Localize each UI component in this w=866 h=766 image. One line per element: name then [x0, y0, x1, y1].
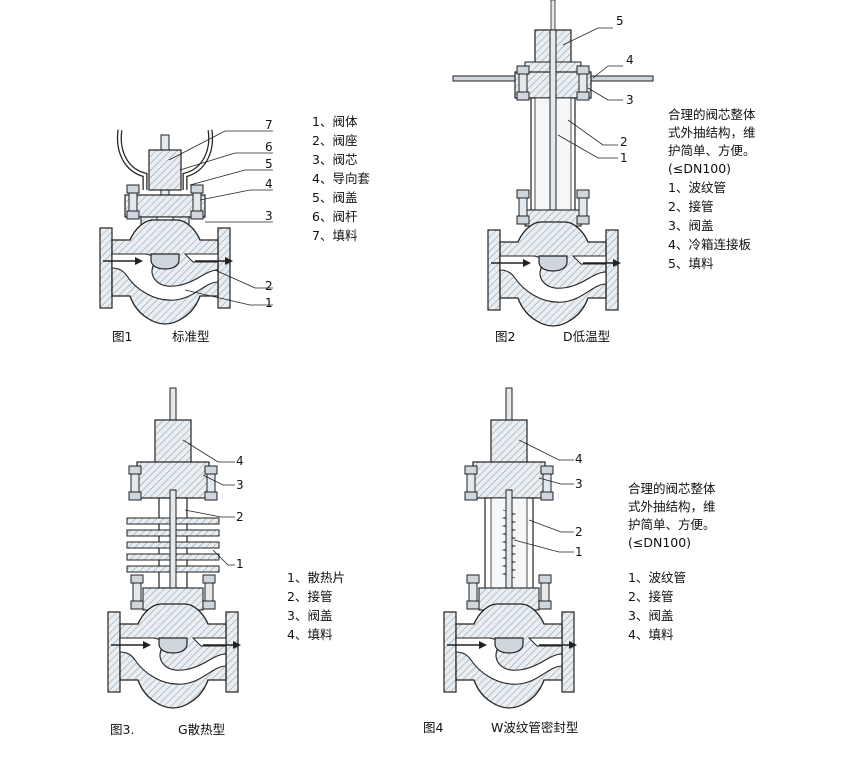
fig1-parts-list: 1、阀体 2、阀座 3、阀芯 4、导向套 5、阀盖 6、阀杆 7、填料 — [312, 112, 370, 245]
fig3-callout-1: 1 — [236, 557, 244, 571]
note-line: 式外抽结构，维 — [668, 125, 756, 140]
fig3-parts-list: 1、散热片 2、接管 3、阀盖 4、填料 — [287, 568, 345, 644]
list-item: 2、接管 — [668, 199, 714, 214]
fig4-callout-1: 1 — [575, 545, 583, 559]
note-line: 式外抽结构，维 — [628, 499, 716, 514]
list-item: 1、阀体 — [312, 114, 358, 129]
list-item: 4、填料 — [628, 627, 674, 642]
fig4-callout-4: 4 — [575, 452, 583, 466]
list-item: 1、波纹管 — [668, 180, 726, 195]
fig2-callout-2: 2 — [620, 135, 628, 149]
fig1-callout-5: 5 — [265, 157, 273, 171]
fig4-parts-list: 1、波纹管 2、接管 3、阀盖 4、填料 — [628, 568, 686, 644]
list-item: 3、阀芯 — [312, 152, 358, 167]
list-item: 1、散热片 — [287, 570, 345, 585]
fig3-callout-4: 4 — [236, 454, 244, 468]
fig4-drawing — [443, 387, 578, 709]
note-line: 合理的阀芯整体 — [668, 107, 756, 122]
list-item: 3、阀盖 — [628, 608, 674, 623]
fig2-callout-3: 3 — [626, 93, 634, 107]
list-item: 5、填料 — [668, 256, 714, 271]
note-line: (≤DN100) — [668, 161, 732, 176]
fig2-note: 合理的阀芯整体 式外抽结构，维 护简单、方便。 (≤DN100) — [668, 106, 756, 178]
fig2-caption-name: D低温型 — [563, 329, 611, 344]
note-line: 合理的阀芯整体 — [628, 481, 716, 496]
list-item: 2、接管 — [628, 589, 674, 604]
fig4-note: 合理的阀芯整体 式外抽结构，维 护简单、方便。 (≤DN100) — [628, 480, 716, 552]
list-item: 2、接管 — [287, 589, 333, 604]
fig1-callout-3: 3 — [265, 209, 273, 223]
note-line: 护简单、方便。 — [668, 143, 756, 158]
fig4-caption-number: 图4 — [423, 720, 444, 735]
fig2-drawing — [452, 0, 654, 327]
list-item: 4、填料 — [287, 627, 333, 642]
list-item: 7、填料 — [312, 228, 358, 243]
list-item: 6、阀杆 — [312, 209, 358, 224]
fig4-callout-2: 2 — [575, 525, 583, 539]
fig3-caption-name: G散热型 — [178, 722, 226, 737]
fig3-caption-number: 图3. — [110, 722, 135, 737]
list-item: 5、阀盖 — [312, 190, 358, 205]
list-item: 4、导向套 — [312, 171, 370, 186]
fig2-caption-number: 图2 — [495, 329, 516, 344]
fig1-callout-6: 6 — [265, 140, 273, 154]
list-item: 2、阀座 — [312, 133, 358, 148]
fig1-callout-4: 4 — [265, 177, 273, 191]
fig1-caption-number: 图1 — [112, 329, 133, 344]
fig1-callout-2: 2 — [265, 279, 273, 293]
fig1-callout-1: 1 — [265, 296, 273, 310]
fig2-callout-4: 4 — [626, 53, 634, 67]
fig3-drawing — [107, 387, 242, 709]
note-line: (≤DN100) — [628, 535, 692, 550]
fig3-callout-3: 3 — [236, 478, 244, 492]
fig4-caption-name: W波纹管密封型 — [491, 720, 579, 735]
fig4-callout-3: 3 — [575, 477, 583, 491]
fig1-drawing — [99, 129, 273, 325]
fig2-callout-5: 5 — [616, 14, 624, 28]
list-item: 4、冷箱连接板 — [668, 237, 751, 252]
fig2-callout-1: 1 — [620, 151, 628, 165]
fig2-parts-list: 1、波纹管 2、接管 3、阀盖 4、冷箱连接板 5、填料 — [668, 178, 751, 273]
list-item: 3、阀盖 — [287, 608, 333, 623]
list-item: 3、阀盖 — [668, 218, 714, 233]
fig1-callout-7: 7 — [265, 118, 273, 132]
note-line: 护简单、方便。 — [628, 517, 716, 532]
fig3-callout-2: 2 — [236, 510, 244, 524]
fig1-caption-name: 标准型 — [172, 329, 210, 344]
list-item: 1、波纹管 — [628, 570, 686, 585]
